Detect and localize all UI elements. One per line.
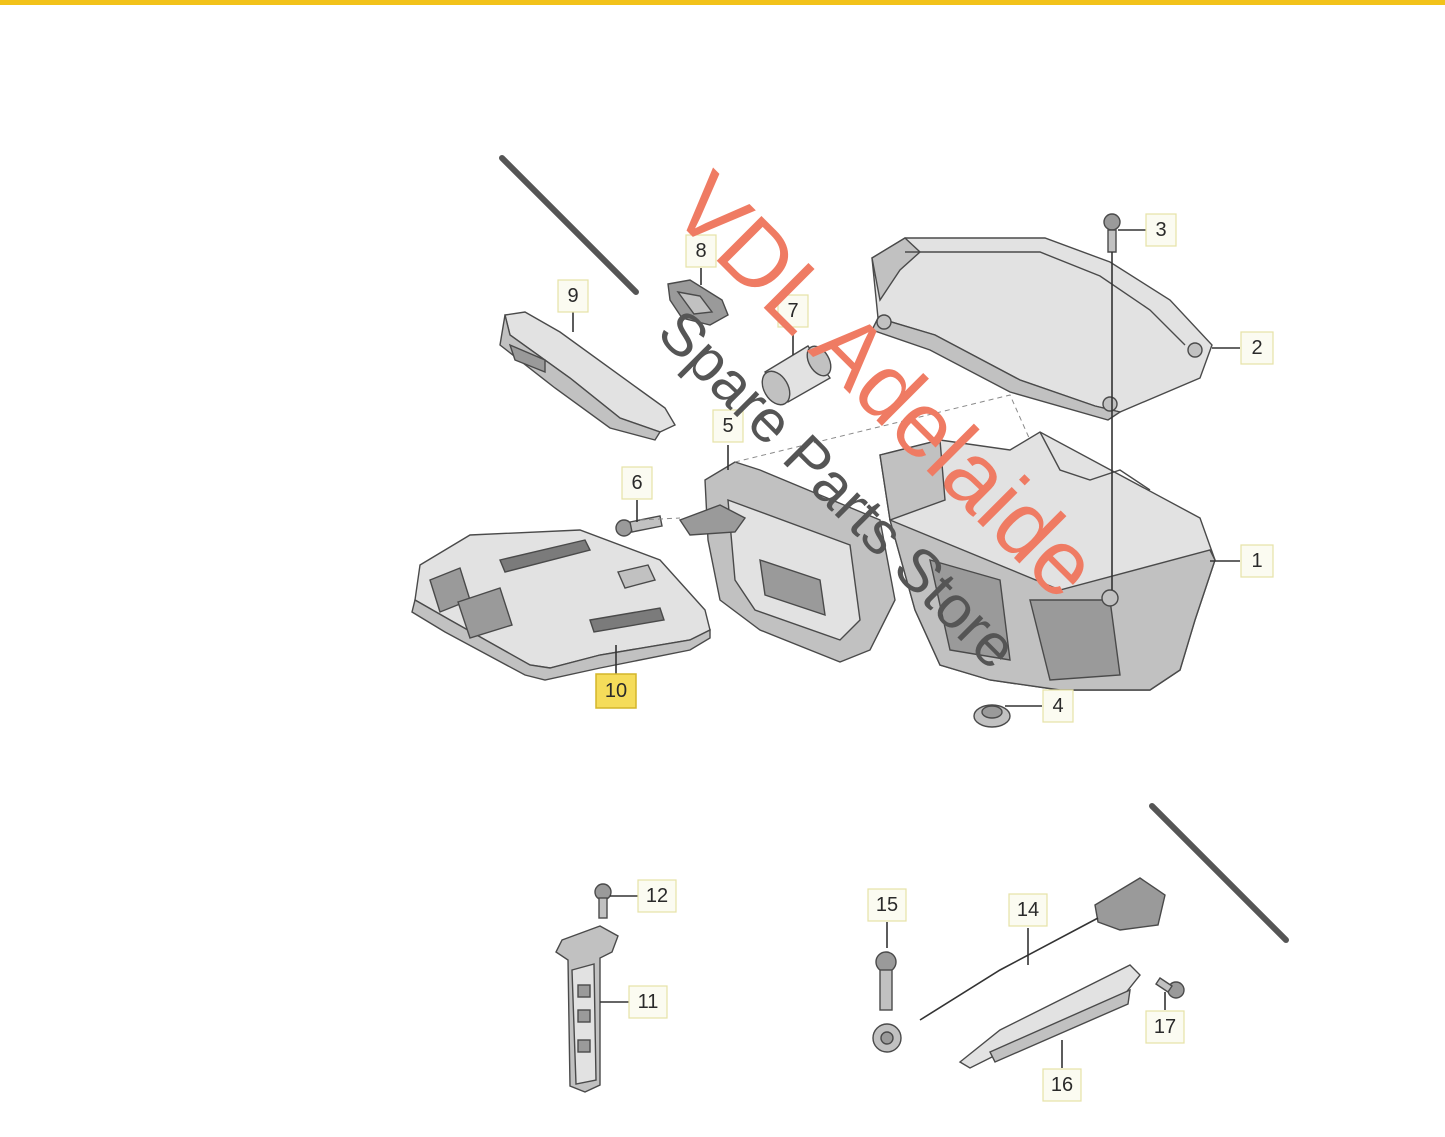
callout-box [628, 985, 668, 1019]
callout-8: 8 [685, 234, 717, 268]
callout-3: 3 [1145, 213, 1177, 247]
callout-14: 14 [1008, 893, 1048, 927]
callout-box-highlighted [595, 673, 637, 709]
callout-number: 9 [567, 285, 578, 307]
callout-9: 9 [557, 279, 589, 313]
callout-number: 17 [1154, 1016, 1176, 1038]
part-1-airbox-lower [879, 431, 1216, 691]
callout-16: 16 [1042, 1068, 1082, 1102]
callout-box [685, 234, 717, 268]
callout-number: 4 [1052, 695, 1063, 717]
callout-number: 14 [1017, 899, 1039, 921]
callout-box [1042, 689, 1074, 723]
callout-box [712, 409, 744, 443]
callout-number: 11 [638, 991, 659, 1013]
watermark-slash-bottom [1149, 803, 1289, 943]
alignment-line [734, 394, 1031, 463]
part-17-screw [1155, 977, 1185, 999]
part-16-bracket [958, 964, 1141, 1069]
callout-box [1145, 1010, 1185, 1044]
callout-number: 1 [1251, 550, 1262, 572]
callout-number: 5 [722, 415, 733, 437]
top-accent-rule [0, 0, 1445, 5]
callout-box [1240, 331, 1274, 365]
part-12-bolt [594, 883, 612, 919]
callout-number: 15 [876, 894, 898, 916]
callout-number: 8 [695, 240, 706, 262]
callout-box [1042, 1068, 1082, 1102]
callout-box [777, 294, 809, 328]
callout-box [557, 279, 589, 313]
callout-7: 7 [777, 294, 809, 328]
leader-lines [572, 229, 1240, 1068]
part-11-sensor [555, 925, 619, 1093]
part-10-control-unit [411, 529, 711, 681]
part-3-bolt [1103, 213, 1121, 253]
part-14-sensor-lead [872, 877, 1166, 1053]
callout-1: 1 [1240, 544, 1274, 578]
part-6-screw [615, 515, 663, 537]
callout-number: 7 [787, 300, 798, 322]
callout-10: 10 [595, 673, 637, 709]
callout-2: 2 [1240, 331, 1274, 365]
part-9-trim-piece [499, 311, 676, 441]
part-7-sleeve [761, 345, 832, 406]
callout-number: 10 [605, 680, 627, 702]
callout-number: 3 [1155, 219, 1166, 241]
callout-number: 12 [646, 885, 668, 907]
callout-5: 5 [712, 409, 744, 443]
callout-17: 17 [1145, 1010, 1185, 1044]
callout-box [1008, 893, 1048, 927]
alignment-line [639, 517, 681, 521]
callout-box [621, 466, 653, 500]
callout-12: 12 [637, 879, 677, 913]
callout-15: 15 [867, 888, 907, 922]
part-4-grommet [973, 704, 1011, 728]
callout-number: 6 [631, 472, 642, 494]
callout-number: 2 [1251, 337, 1262, 359]
callout-4: 4 [1042, 689, 1074, 723]
callout-box [1145, 213, 1177, 247]
callout-box [1240, 544, 1274, 578]
part-5-ecu-bracket [678, 461, 896, 663]
part-8-clip [667, 279, 729, 326]
part-2-airbox-lid [871, 237, 1213, 421]
watermark-slash-top [499, 155, 639, 295]
callout-number: 16 [1051, 1074, 1073, 1096]
callout-box [867, 888, 907, 922]
callout-box [637, 879, 677, 913]
callout-6: 6 [621, 466, 653, 500]
callout-11: 11 [628, 985, 668, 1019]
part-15-bolt [875, 951, 897, 1011]
